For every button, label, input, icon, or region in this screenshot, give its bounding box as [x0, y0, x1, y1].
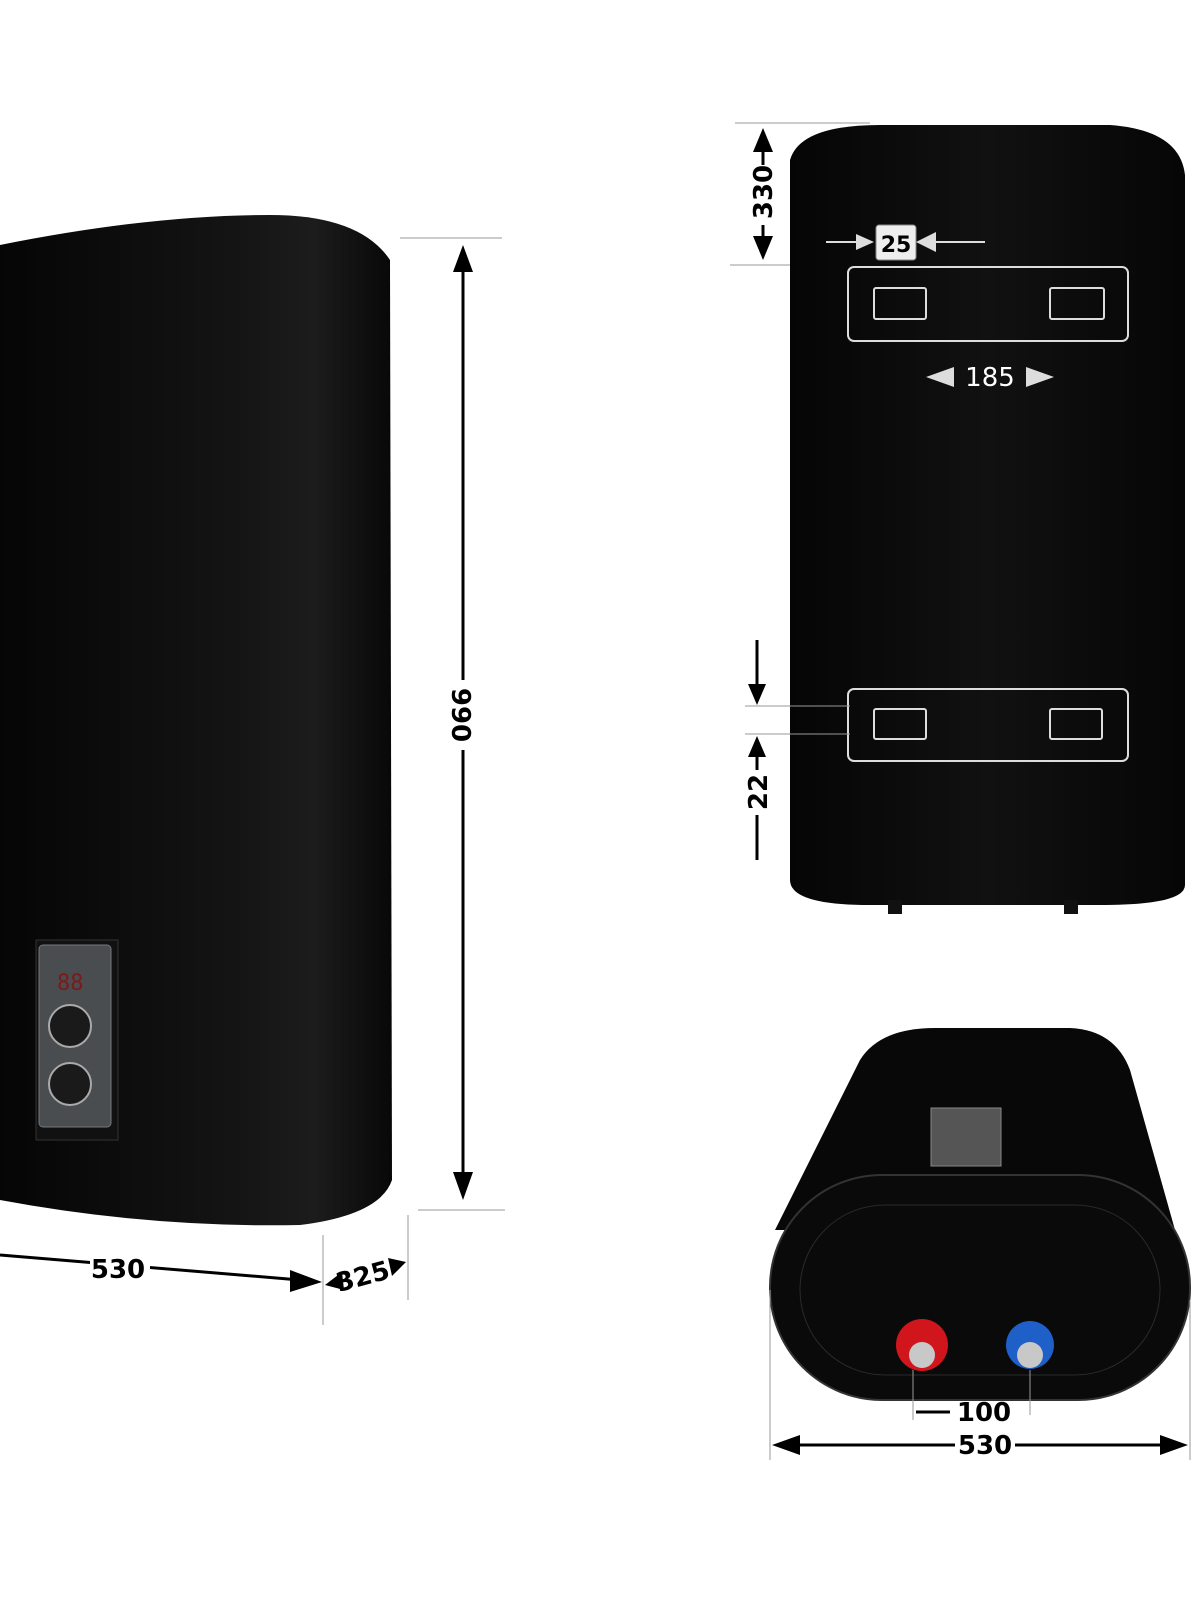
- mode-knob[interactable]: [48, 1062, 92, 1106]
- pipe-spacing-label: 100: [957, 1398, 1011, 1428]
- mounting-view: 330 25 185 22: [730, 122, 1185, 914]
- top-mounting-bracket: [847, 266, 1129, 342]
- bottom-view: 100 530: [769, 1028, 1191, 1461]
- height-label: 990: [445, 688, 475, 742]
- bottom-face: [769, 1174, 1191, 1401]
- top-offset-label: 330: [749, 165, 779, 219]
- thermostat-window: [930, 1107, 1002, 1167]
- slot-width-label: 25: [881, 233, 912, 258]
- side-view: 88 990 530 325: [0, 215, 505, 1325]
- bottom-offset-label: 22: [744, 774, 774, 810]
- bracket-spacing-label: 185: [965, 363, 1015, 393]
- temperature-display: 88: [57, 971, 84, 996]
- temperature-knob[interactable]: [48, 1004, 92, 1048]
- bottom-width-label: 530: [958, 1431, 1012, 1461]
- control-panel: 88: [35, 939, 119, 1141]
- depth-label: 325: [333, 1256, 393, 1299]
- bottom-mounting-bracket: [847, 688, 1129, 762]
- width-label: 530: [91, 1255, 145, 1285]
